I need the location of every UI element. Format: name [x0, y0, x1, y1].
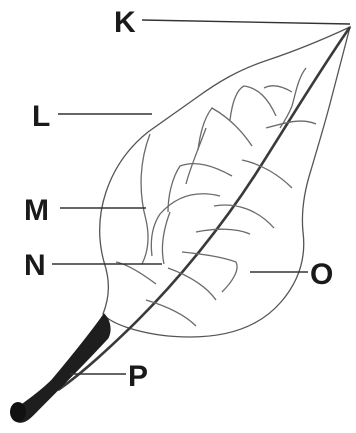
leader-line-k — [142, 20, 350, 24]
petiole — [13, 314, 110, 422]
vein — [168, 268, 216, 300]
label-m: M — [24, 194, 49, 227]
vein — [196, 229, 250, 234]
vein — [264, 86, 292, 92]
label-o: O — [310, 258, 333, 291]
leaf-margin-inner — [141, 134, 150, 264]
petiole-base — [10, 402, 26, 422]
label-n: N — [24, 249, 46, 282]
label-k: K — [114, 6, 136, 39]
vein — [186, 128, 206, 184]
vein — [266, 121, 316, 128]
vein — [162, 212, 170, 264]
vein — [214, 205, 274, 228]
label-l: L — [32, 100, 50, 133]
vein — [151, 194, 220, 256]
vein — [116, 262, 156, 284]
vein — [182, 252, 237, 292]
vein — [230, 86, 276, 120]
label-p: P — [128, 360, 148, 393]
